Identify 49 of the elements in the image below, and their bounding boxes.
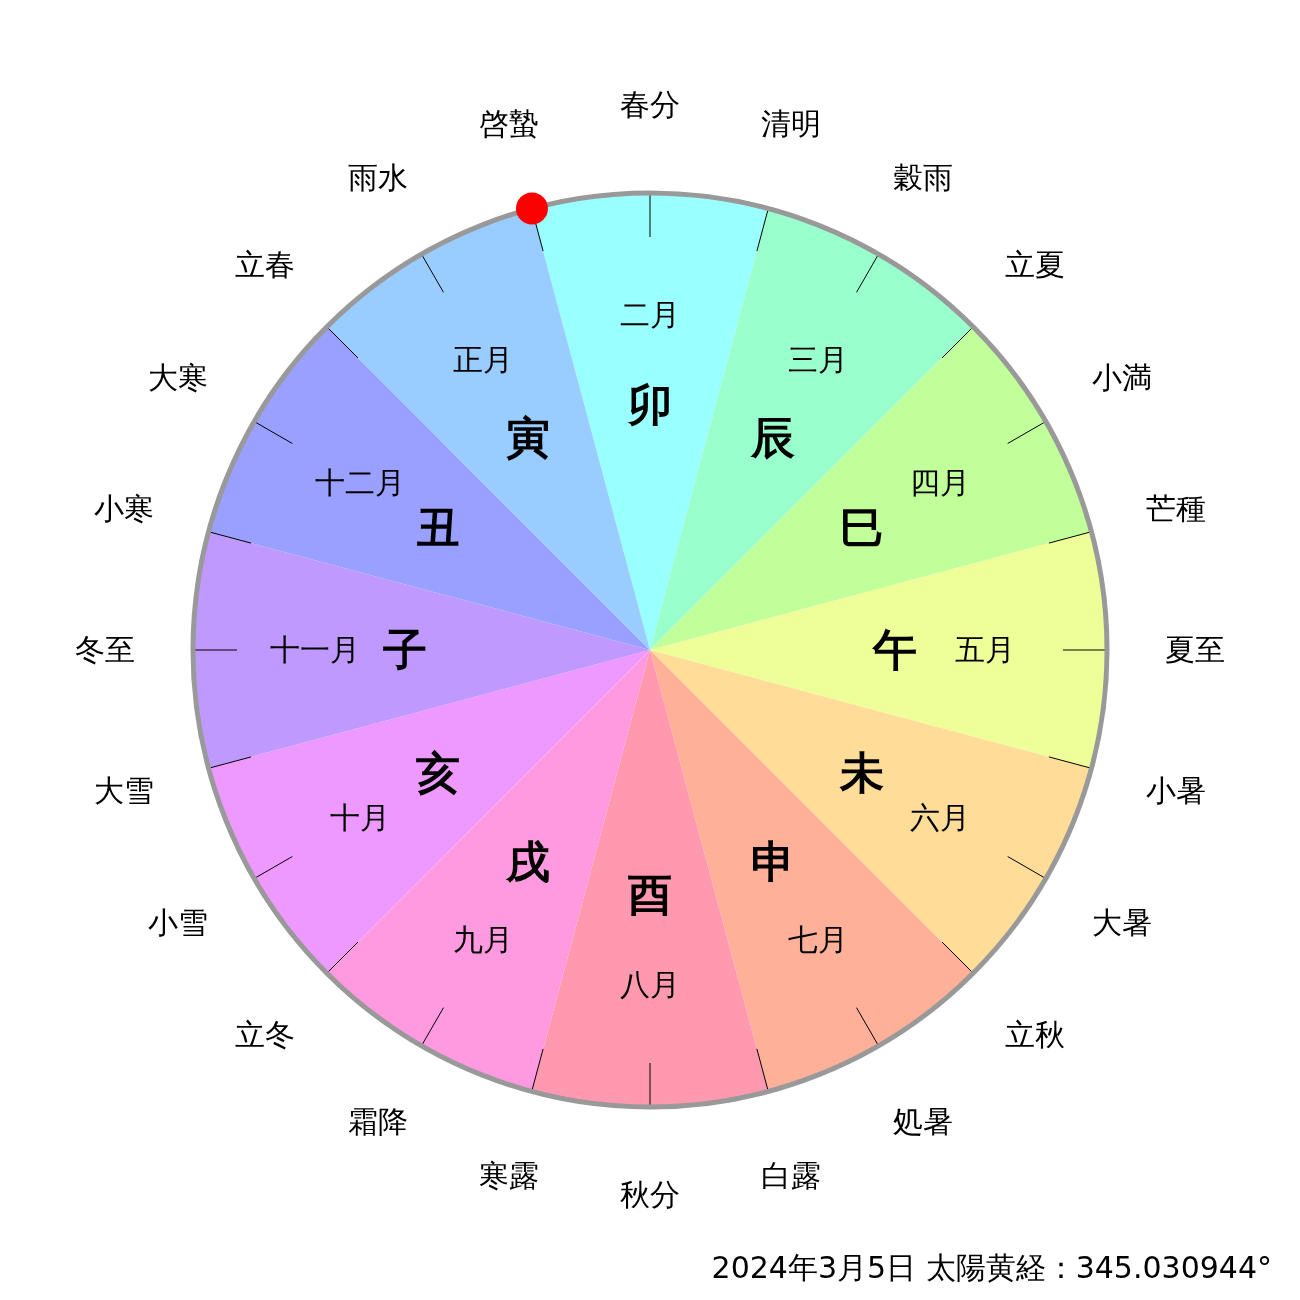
solar-term-label: 立秋	[1005, 1020, 1066, 1051]
month-label: 十一月	[270, 635, 360, 665]
month-label: 十二月	[314, 467, 405, 498]
solar-term-label: 大暑	[1091, 907, 1152, 938]
solar-term-label: 雨水	[347, 163, 408, 193]
earthly-branch-label: 戌	[505, 840, 550, 885]
solar-term-label: 大寒	[148, 362, 208, 393]
solar-term-label: 寒露	[478, 1161, 539, 1192]
solar-term-label: 芒種	[1146, 493, 1207, 524]
solar-term-label: 清明	[761, 108, 822, 139]
earthly-branch-label: 酉	[628, 873, 672, 917]
earthly-branch-label: 辰	[750, 415, 795, 460]
earthly-branch-label: 子	[383, 628, 427, 672]
solar-term-label: 秋分	[620, 1180, 680, 1210]
earthly-branch-label: 寅	[505, 415, 550, 460]
solar-term-label: 冬至	[75, 635, 135, 665]
solar-term-label: 夏至	[1165, 635, 1225, 665]
month-label: 二月	[620, 300, 680, 330]
month-label: 三月	[787, 344, 848, 375]
earthly-branch-label: 巳	[840, 505, 885, 550]
solar-term-label: 処暑	[892, 1106, 953, 1137]
solar-term-label: 立春	[234, 249, 295, 280]
solar-term-label: 穀雨	[892, 163, 953, 193]
date-longitude-caption: 2024年3月5日 太陽黄経：345.030944°	[711, 1249, 1272, 1287]
solar-term-label: 立夏	[1005, 249, 1066, 280]
earthly-branch-label: 卯	[628, 383, 672, 427]
month-label: 六月	[910, 802, 971, 833]
earthly-branch-label: 申	[750, 840, 795, 885]
solar-term-label: 小暑	[1146, 776, 1207, 807]
solar-term-label: 白露	[761, 1161, 822, 1192]
month-label: 九月	[452, 925, 513, 956]
earthly-branch-label: 午	[873, 628, 917, 672]
solar-term-label: 春分	[620, 90, 680, 120]
month-label: 四月	[910, 467, 971, 498]
solar-term-label: 小雪	[148, 907, 208, 938]
month-label: 正月	[452, 344, 513, 375]
solar-term-label: 啓蟄	[478, 108, 539, 139]
solar-term-label: 大雪	[93, 776, 154, 807]
month-label: 七月	[787, 925, 848, 956]
month-label: 八月	[620, 970, 680, 1000]
solar-term-label: 小寒	[93, 493, 154, 524]
earthly-branch-label: 未	[840, 750, 885, 795]
month-label: 十月	[329, 802, 390, 833]
month-label: 五月	[955, 635, 1015, 665]
solar-term-label: 小満	[1091, 362, 1152, 393]
solar-term-label: 立冬	[234, 1020, 295, 1051]
earthly-branch-label: 丑	[415, 505, 460, 550]
earthly-branch-label: 亥	[415, 750, 460, 795]
solar-term-label: 霜降	[347, 1106, 408, 1137]
